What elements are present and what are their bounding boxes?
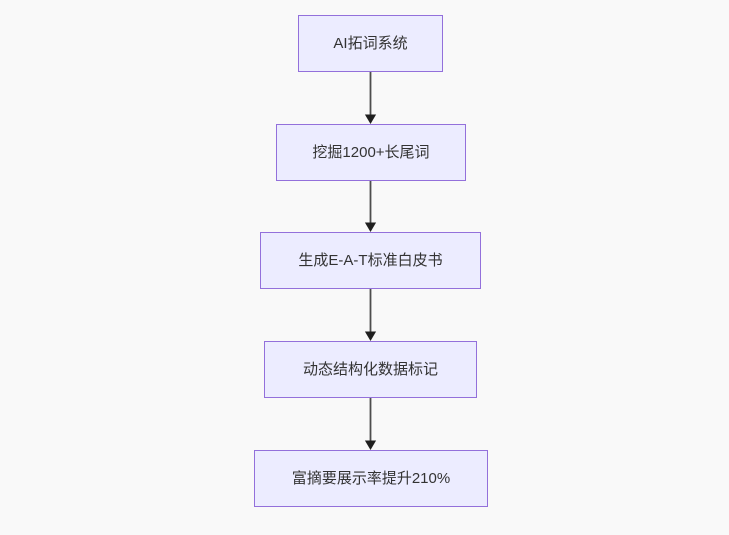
flow-arrow-3 — [364, 289, 377, 341]
flow-node-mine-longtail-keywords: 挖掘1200+长尾词 — [276, 124, 466, 181]
flow-arrow-4 — [364, 398, 377, 450]
flow-arrow-1 — [364, 72, 377, 124]
flow-node-rich-snippet-rate-increase: 富摘要展示率提升210% — [254, 450, 488, 507]
flow-node-generate-eat-whitepaper: 生成E-A-T标准白皮书 — [260, 232, 481, 289]
flow-node-label: 生成E-A-T标准白皮书 — [298, 252, 443, 269]
flow-node-label: AI拓词系统 — [333, 35, 408, 52]
flow-node-label: 挖掘1200+长尾词 — [312, 144, 430, 161]
flow-node-ai-word-expansion-system: AI拓词系统 — [298, 15, 443, 72]
flow-arrow-2 — [364, 181, 377, 232]
flow-node-label: 动态结构化数据标记 — [302, 361, 438, 378]
flow-node-label: 富摘要展示率提升210% — [291, 470, 451, 487]
flow-node-dynamic-structured-data-markup: 动态结构化数据标记 — [264, 341, 477, 398]
